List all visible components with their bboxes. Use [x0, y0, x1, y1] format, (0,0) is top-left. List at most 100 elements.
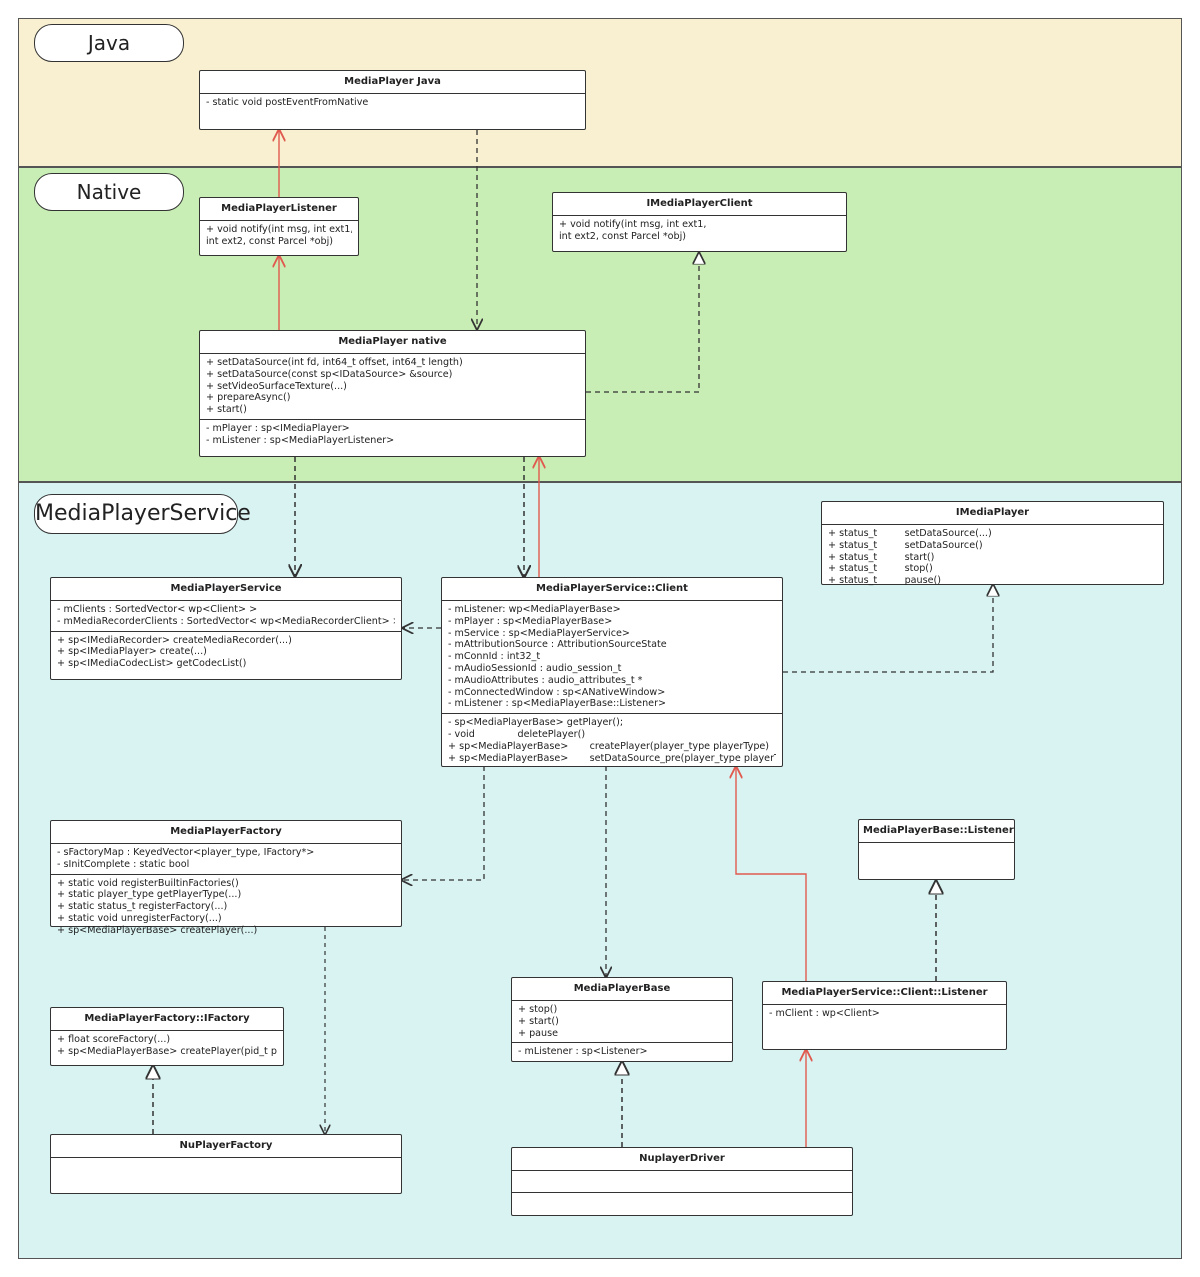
class-section-primary: + void notify(int msg, int ext1,int ext2…	[200, 221, 358, 251]
class-member: + sp<IMediaCodecList> getCodecList()	[57, 658, 247, 670]
class-mediaplayer-listener: MediaPlayerListener+ void notify(int msg…	[199, 197, 359, 256]
class-section-primary: + setDataSource(int fd, int64_t offset, …	[200, 354, 585, 420]
mediaplayerservice-layer-label: MediaPlayerService	[34, 494, 251, 534]
class-mediaplayer-factory-ifactory: MediaPlayerFactory::IFactory+ float scor…	[50, 1007, 284, 1066]
class-section-primary	[859, 843, 1014, 849]
class-member: + static status_t registerFactory(...)	[57, 901, 228, 913]
class-member: - mPlayer : sp<IMediaPlayer>	[206, 422, 350, 434]
class-member: + sp<MediaPlayerBase> createPlayer(...)	[57, 924, 258, 936]
class-title: MediaPlayerService	[51, 578, 401, 601]
class-mediaplayer-base: MediaPlayerBase+ stop()+ start()+ pause-…	[511, 977, 733, 1062]
class-member: + status_t setDataSource(...)	[828, 528, 992, 539]
class-member: + status_t setDataSource()	[828, 539, 983, 551]
class-title: NuPlayerFactory	[51, 1135, 401, 1158]
class-title: MediaPlayer Java	[200, 71, 585, 94]
class-member: - mClient : wp<Client>	[769, 1008, 880, 1019]
class-member: + sp<MediaPlayerBase> createPlayer(pid_t…	[57, 1045, 277, 1057]
class-imediaplayer-client: IMediaPlayerClient+ void notify(int msg,…	[552, 192, 847, 252]
class-member: - mService : sp<MediaPlayerService>	[448, 627, 630, 639]
class-section-primary: - mClient : wp<Client>	[763, 1005, 1006, 1023]
class-member: + start()	[206, 404, 247, 416]
class-mediaplayer-service-client-listener: MediaPlayerService::Client::Listener- mC…	[762, 981, 1007, 1050]
class-member: - sFactoryMap : KeyedVector<player_type,…	[57, 847, 315, 858]
class-member: + status_t stop()	[828, 563, 933, 575]
class-member: + setDataSource(const sp<IDataSource> &s…	[206, 368, 453, 380]
class-section-secondary: - mPlayer : sp<IMediaPlayer>- mListener …	[200, 420, 585, 450]
class-mediaplayer-java: MediaPlayer Java - static void postEventF…	[199, 70, 586, 130]
class-title: MediaPlayerBase::Listener	[859, 820, 1014, 843]
class-section-primary: - static void postEventFromNative	[200, 94, 585, 112]
class-mediaplayer-service: MediaPlayerService- mClients : SortedVec…	[50, 577, 402, 680]
class-member: - mListener : sp<Listener>	[518, 1046, 648, 1058]
class-member: + status_t pause()	[828, 575, 942, 587]
class-section-secondary: - sp<MediaPlayerBase> getPlayer();- void…	[442, 714, 782, 767]
java-layer	[18, 18, 1182, 167]
class-member: int ext2, const Parcel *obj)	[206, 235, 333, 247]
class-title: MediaPlayerService::Client::Listener	[763, 982, 1006, 1005]
class-section-primary: - mListener: wp<MediaPlayerBase>- mPlaye…	[442, 601, 782, 715]
class-member: + status_t start()	[828, 551, 935, 563]
class-member: int ext2, const Parcel *obj)	[559, 230, 686, 242]
class-title: MediaPlayerBase	[512, 978, 732, 1001]
class-title: MediaPlayerListener	[200, 198, 358, 221]
class-title: MediaPlayer native	[200, 331, 585, 354]
class-member: - mMediaRecorderClients : SortedVector< …	[57, 615, 395, 627]
class-section-secondary: + static void registerBuiltinFactories()…	[51, 875, 401, 940]
class-nuplayer-factory: NuPlayerFactory	[50, 1134, 402, 1194]
class-member: + setDataSource(int fd, int64_t offset, …	[206, 357, 463, 368]
class-section-primary: + float scoreFactory(...)+ sp<MediaPlaye…	[51, 1031, 283, 1061]
native-layer-label: Native	[34, 173, 184, 211]
class-mediaplayer-factory: MediaPlayerFactory - sFactoryMap : KeyedV…	[50, 820, 402, 936]
class-mediaplayer-native: MediaPlayer native + setDataSource(int fd…	[199, 330, 586, 457]
class-imediaplayer: IMediaPlayer + status_t setDataSource(...…	[821, 501, 1164, 586]
class-title: IMediaPlayerClient	[553, 193, 846, 216]
class-member: + sp<IMediaRecorder> createMediaRecorder…	[57, 634, 292, 646]
class-section-secondary: - mListener : sp<Listener>	[512, 1043, 732, 1061]
class-member: + sp<MediaPlayerBase> setDataSource_pre(…	[448, 752, 776, 764]
class-member: + static player_type getPlayerType(...)	[57, 889, 242, 901]
class-member: - sp<MediaPlayerBase> getPlayer();	[448, 717, 624, 729]
class-member: + setVideoSurfaceTexture(...)	[206, 380, 347, 392]
class-member: - mConnectedWindow : sp<ANativeWindow>	[448, 686, 666, 698]
class-member: - sInitComplete : static bool	[57, 858, 190, 870]
class-section-primary: + status_t setDataSource(...)+ status_t …	[822, 525, 1163, 590]
class-member: - mAudioSessionId : audio_session_t	[448, 662, 622, 674]
class-mediaplayerbase-listener: MediaPlayerBase::Listener	[858, 819, 1015, 880]
class-member: - mConnId : int32_t	[448, 651, 541, 663]
class-title: MediaPlayerFactory	[51, 821, 401, 844]
java-layer-label: Java	[34, 24, 184, 62]
class-member: - mClients : SortedVector< wp<Client> >	[57, 604, 258, 615]
class-title: MediaPlayerFactory::IFactory	[51, 1008, 283, 1031]
class-member: + void notify(int msg, int ext1,	[206, 224, 352, 235]
class-member: - mPlayer : sp<MediaPlayerBase>	[448, 615, 613, 627]
class-section-primary	[512, 1171, 852, 1193]
class-member: - mAudioAttributes : audio_attributes_t …	[448, 674, 643, 686]
class-section-primary: - sFactoryMap : KeyedVector<player_type,…	[51, 844, 401, 875]
class-member: - mListener : sp<MediaPlayerListener>	[206, 434, 395, 446]
class-member: + sp<IMediaPlayer> create(...)	[57, 646, 207, 658]
class-section-secondary: + sp<IMediaRecorder> createMediaRecorder…	[51, 632, 401, 673]
class-section-primary	[51, 1158, 401, 1164]
class-member: - void deletePlayer()	[448, 728, 586, 740]
class-member: - mListener: wp<MediaPlayerBase>	[448, 604, 621, 615]
class-section-primary: - mClients : SortedVector< wp<Client> >-…	[51, 601, 401, 632]
class-member: - mListener : sp<MediaPlayerBase::Listen…	[448, 698, 667, 710]
class-member: + sp<MediaPlayerBase> createPlayer(playe…	[448, 740, 770, 752]
class-member: + static void registerBuiltinFactories()	[57, 877, 239, 889]
class-member: - mAttributionSource : AttributionSource…	[448, 639, 667, 651]
class-mediaplayer-service-client: MediaPlayerService::Client- mListener: w…	[441, 577, 783, 767]
class-title: MediaPlayerService::Client	[442, 578, 782, 601]
class-member: + start()	[518, 1015, 559, 1027]
class-member: + stop()	[518, 1004, 558, 1015]
class-member: + prepareAsync()	[206, 392, 291, 404]
class-section-primary: + stop()+ start()+ pause	[512, 1001, 732, 1044]
class-section-primary: + void notify(int msg, int ext1,int ext2…	[553, 216, 846, 246]
class-member: + static void unregisterFactory(...)	[57, 912, 222, 924]
class-member: + pause	[518, 1027, 559, 1039]
class-member: + float scoreFactory(...)	[57, 1034, 171, 1045]
class-member: + void notify(int msg, int ext1,	[559, 219, 707, 230]
class-nuplayer-driver: NuplayerDriver	[511, 1147, 853, 1216]
class-member: - static void postEventFromNative	[206, 97, 369, 108]
class-title: IMediaPlayer	[822, 502, 1163, 525]
class-section-secondary	[512, 1193, 852, 1215]
